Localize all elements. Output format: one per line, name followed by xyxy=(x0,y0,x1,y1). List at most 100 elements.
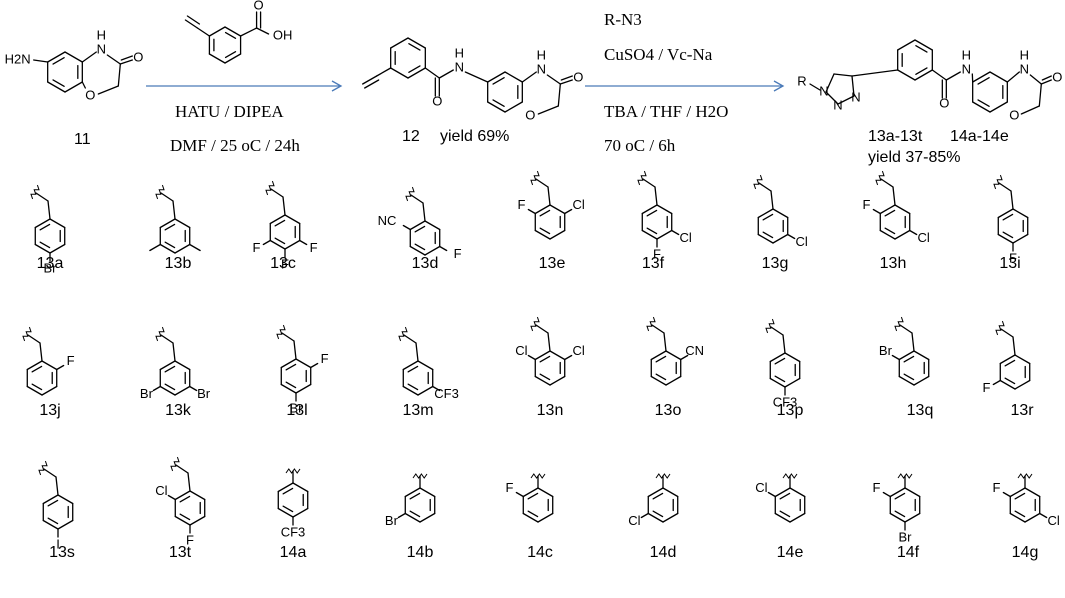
substituent-bond xyxy=(872,208,881,215)
amide-bond xyxy=(1029,74,1042,85)
ring-bond xyxy=(174,218,191,229)
ring-double-bond xyxy=(646,209,658,217)
ring-bond xyxy=(774,487,791,498)
carbonyl-bond xyxy=(119,59,133,65)
ring-double-bond xyxy=(774,357,786,365)
ring-bond xyxy=(1014,379,1031,390)
ring-bond xyxy=(26,385,43,396)
amide-c-bond xyxy=(931,69,947,81)
substituent-label: 13e xyxy=(539,255,566,272)
ring-double-bond xyxy=(52,57,65,65)
substituent-atom: NC xyxy=(378,213,397,228)
benzyl-ch2-bond xyxy=(547,186,551,206)
benzyl-attach-bond xyxy=(770,326,784,336)
ring-double-bond xyxy=(47,499,59,507)
o-bond xyxy=(81,81,86,89)
ring-double-bond xyxy=(282,487,294,495)
ring-bond xyxy=(224,26,242,37)
n-aryl-bond xyxy=(464,71,489,83)
ring-bond xyxy=(417,360,434,371)
ring-bond xyxy=(537,487,554,498)
substituent-atom: F xyxy=(653,246,661,261)
ring-double-bond xyxy=(52,79,65,87)
ring-bond xyxy=(1014,354,1031,365)
attachment-wavy-mark xyxy=(38,460,48,476)
benzyl-ch2-bond xyxy=(1012,336,1016,356)
substituent-bond xyxy=(680,354,689,361)
ring-bond xyxy=(26,360,43,371)
labels-layer: HATU / DIPEA DMF / 25 oC / 24h R-N3 CuSO… xyxy=(74,10,1009,166)
ch2-bond xyxy=(557,83,561,107)
attachment-wavy-mark xyxy=(894,316,904,332)
ring-double-bond xyxy=(915,45,928,53)
substituent-atom: Br xyxy=(879,343,893,358)
acid-oh-bond xyxy=(255,27,270,35)
ring-bond xyxy=(292,507,309,518)
ring-double-bond xyxy=(1004,359,1016,367)
triazole-aryl-bond xyxy=(851,69,899,77)
substituent-13b: 13b xyxy=(149,184,201,272)
ring-bond xyxy=(269,214,286,225)
benzyl-attach-bond xyxy=(880,178,894,188)
ring-bond xyxy=(284,239,301,250)
benzyl-attach-bond xyxy=(642,178,656,188)
ring-bond xyxy=(47,51,66,63)
ring-bond xyxy=(656,204,673,215)
ring-bond xyxy=(656,229,673,240)
substituent-bond xyxy=(527,354,536,361)
substituent-label: 13t xyxy=(169,544,192,561)
ring-double-bond xyxy=(539,355,551,363)
carbonyl-double xyxy=(560,75,573,81)
ring-double-bond xyxy=(164,365,176,373)
ring-bond xyxy=(774,512,791,523)
ring-nitrogen: N xyxy=(1020,61,1029,76)
substituent-atom: Cl xyxy=(572,343,584,358)
ring-bond xyxy=(280,383,297,394)
ring-bond xyxy=(34,243,51,254)
substituent-bond xyxy=(1039,512,1048,519)
substituent-bond xyxy=(152,385,161,392)
ring-bond xyxy=(64,51,83,63)
attachment-wavy-mark xyxy=(412,473,428,479)
ch2-bond xyxy=(1038,83,1042,107)
substituent-bond xyxy=(299,239,308,246)
substituent-label: 13s xyxy=(49,544,75,561)
ring-double-bond xyxy=(274,219,286,227)
substituent-atom: Br xyxy=(899,529,913,544)
carbonyl-bond xyxy=(1040,79,1052,85)
amide-n-bond xyxy=(945,71,961,81)
substituent-bond xyxy=(515,491,524,498)
amide-bond xyxy=(106,54,121,65)
ring-oxygen: O xyxy=(85,87,95,102)
product-13-label: 13a-13t xyxy=(868,128,923,145)
ring-double-bond xyxy=(224,31,237,39)
ring-double-bond xyxy=(655,355,667,363)
ring-double-bond xyxy=(1014,510,1026,518)
ring-bond xyxy=(174,385,191,396)
ch2-o-bond xyxy=(537,105,559,115)
ring-double-bond xyxy=(164,383,176,391)
ring-bond xyxy=(419,512,436,523)
benzyl-ch2-bond xyxy=(547,332,551,352)
substituent-label: 13q xyxy=(907,402,934,419)
ring-bond xyxy=(295,358,312,369)
ring-double-bond xyxy=(977,77,990,85)
step2-catalyst: CuSO4 / Vc-Na xyxy=(604,45,713,64)
ring-double-bond xyxy=(652,492,664,500)
ring-bond xyxy=(269,239,286,250)
ring-bond xyxy=(280,358,297,369)
ring-bond xyxy=(772,233,789,244)
attachment-wavy-mark xyxy=(530,473,546,479)
benzyl-ch2-bond xyxy=(1010,190,1014,210)
ring-double-bond xyxy=(39,241,51,249)
ring-double-bond xyxy=(274,237,286,245)
ring-bond xyxy=(650,350,667,361)
ring-double-bond xyxy=(409,492,421,500)
substituent-label: 13d xyxy=(412,255,439,272)
substituent-label: 13a xyxy=(37,255,64,272)
